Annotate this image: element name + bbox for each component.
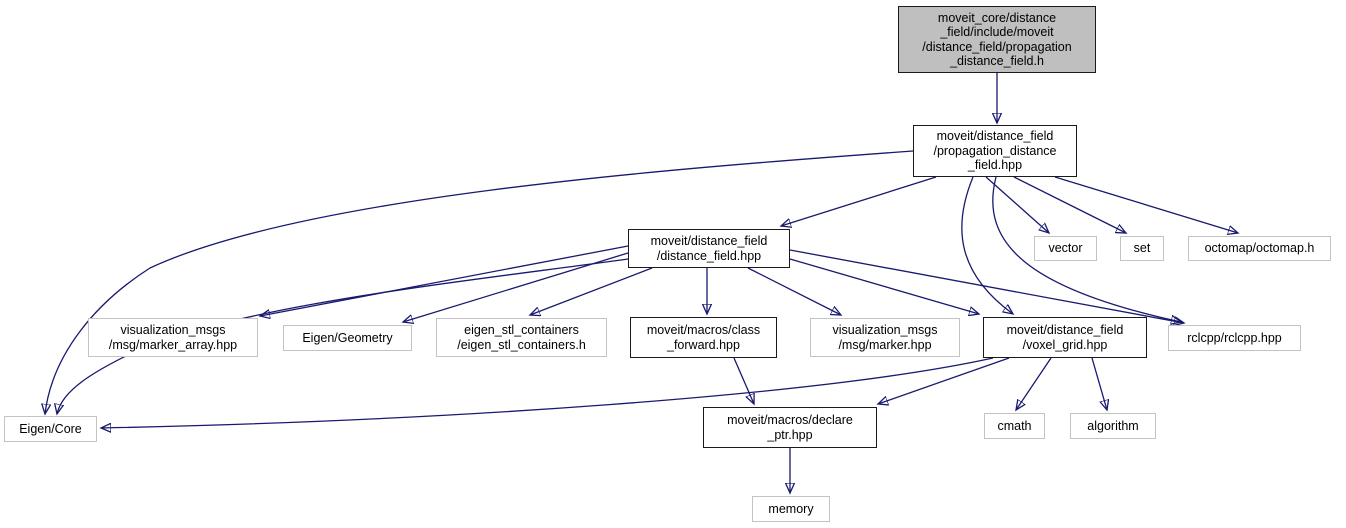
edge-prop-hpp-to-set bbox=[1013, 176, 1126, 233]
edge-prop-hpp-to-voxel-grid bbox=[961, 176, 1013, 314]
node-rclcpp-hpp: rclcpp/rclcpp.hpp bbox=[1168, 325, 1301, 351]
edge-df-hpp-to-rclcpp bbox=[789, 249, 1184, 323]
edge-prop-hpp-to-vector bbox=[985, 176, 1049, 233]
node-eigen-stl-containers-h: eigen_stl_containers /eigen_stl_containe… bbox=[436, 318, 607, 357]
edge-df-hpp-to-marker bbox=[747, 267, 841, 315]
node-memory-label: memory bbox=[768, 501, 814, 516]
node-algorithm: algorithm bbox=[1070, 413, 1156, 439]
node-eigen-core-label: Eigen/Core bbox=[19, 421, 82, 436]
node-vector-label: vector bbox=[1048, 241, 1083, 256]
node-cmath: cmath bbox=[984, 413, 1045, 439]
node-declare-ptr-hpp-label: moveit/macros/declare _ptr.hpp bbox=[727, 413, 853, 442]
edge-voxel-grid-to-eigen-core bbox=[101, 357, 994, 428]
node-set: set bbox=[1120, 236, 1164, 261]
edge-df-hpp-to-eigen-stl bbox=[530, 267, 653, 315]
node-voxel-grid-hpp-label: moveit/distance_field /voxel_grid.hpp bbox=[1006, 323, 1124, 352]
node-class-forward-hpp[interactable]: moveit/macros/class _forward.hpp bbox=[630, 317, 777, 358]
node-marker-hpp-label: visualization_msgs /msg/marker.hpp bbox=[832, 323, 938, 352]
edge-voxel-grid-to-declare-ptr bbox=[878, 357, 1010, 404]
edge-class-forward-to-declare-ptr bbox=[733, 357, 754, 404]
node-eigen-core: Eigen/Core bbox=[4, 416, 97, 442]
node-rclcpp-hpp-label: rclcpp/rclcpp.hpp bbox=[1187, 330, 1282, 345]
node-propagation-distance-field-h: moveit_core/distance _field/include/move… bbox=[898, 6, 1096, 73]
node-distance-field-hpp-label: moveit/distance_field /distance_field.hp… bbox=[650, 234, 768, 263]
edge-voxel-grid-to-algorithm bbox=[1091, 357, 1107, 410]
node-octomap-h-label: octomap/octomap.h bbox=[1204, 241, 1315, 256]
node-class-forward-hpp-label: moveit/macros/class _forward.hpp bbox=[646, 323, 761, 352]
node-propagation-distance-field-hpp[interactable]: moveit/distance_field /propagation_dista… bbox=[913, 125, 1077, 177]
node-eigen-stl-containers-h-label: eigen_stl_containers /eigen_stl_containe… bbox=[457, 323, 586, 352]
node-eigen-geometry: Eigen/Geometry bbox=[283, 325, 412, 351]
edge-prop-hpp-to-eigen-core bbox=[45, 150, 914, 414]
edge-df-hpp-to-voxel-grid bbox=[789, 258, 979, 314]
node-cmath-label: cmath bbox=[997, 418, 1032, 433]
node-algorithm-label: algorithm bbox=[1087, 418, 1139, 433]
node-distance-field-hpp[interactable]: moveit/distance_field /distance_field.hp… bbox=[628, 229, 790, 268]
edge-voxel-grid-to-cmath bbox=[1016, 357, 1052, 410]
node-memory: memory bbox=[752, 496, 830, 522]
edge-prop-hpp-to-octomap bbox=[1054, 176, 1238, 233]
edge-df-hpp-to-marker-array bbox=[260, 245, 629, 316]
node-propagation-distance-field-hpp-label: moveit/distance_field /propagation_dista… bbox=[933, 129, 1057, 173]
node-propagation-distance-field-h-label: moveit_core/distance _field/include/move… bbox=[922, 10, 1072, 69]
node-vector: vector bbox=[1034, 236, 1097, 261]
node-eigen-geometry-label: Eigen/Geometry bbox=[302, 330, 393, 345]
edge-prop-hpp-to-rclcpp bbox=[992, 176, 1181, 322]
node-set-label: set bbox=[1133, 241, 1151, 256]
node-marker-array-hpp-label: visualization_msgs /msg/marker_array.hpp bbox=[108, 323, 238, 352]
edge-prop-hpp-to-df-hpp bbox=[781, 176, 937, 226]
node-voxel-grid-hpp[interactable]: moveit/distance_field /voxel_grid.hpp bbox=[983, 317, 1147, 358]
node-declare-ptr-hpp[interactable]: moveit/macros/declare _ptr.hpp bbox=[703, 407, 877, 448]
node-marker-array-hpp: visualization_msgs /msg/marker_array.hpp bbox=[88, 318, 258, 357]
node-octomap-h: octomap/octomap.h bbox=[1188, 236, 1331, 261]
node-marker-hpp: visualization_msgs /msg/marker.hpp bbox=[810, 318, 960, 357]
